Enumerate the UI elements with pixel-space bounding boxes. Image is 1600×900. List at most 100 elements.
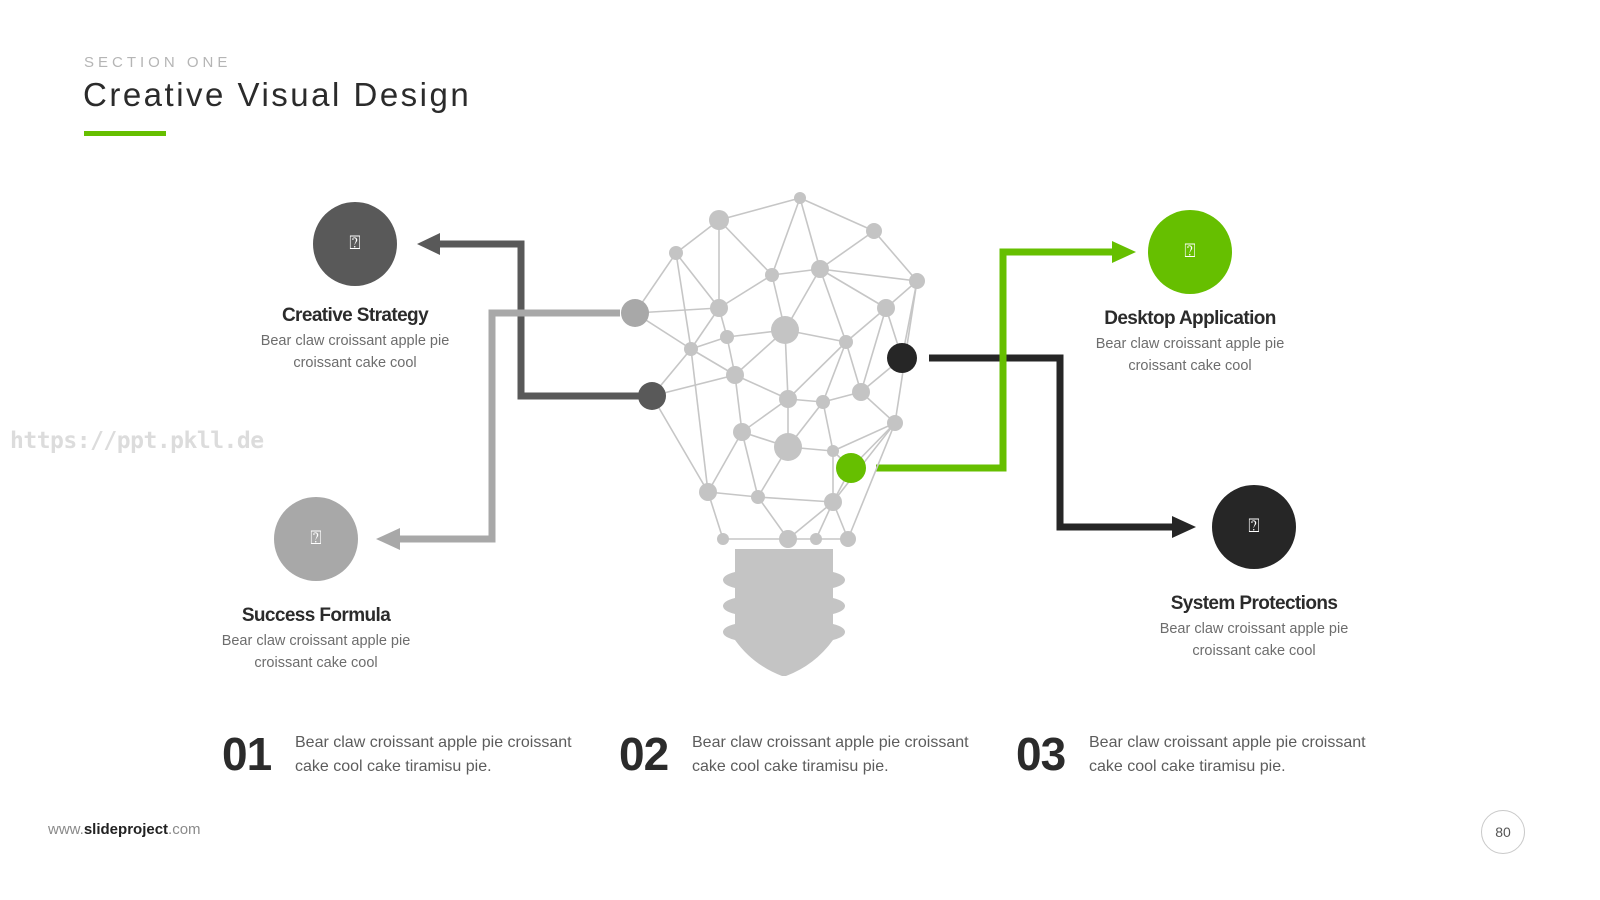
network-node [824, 493, 842, 511]
network-node [877, 299, 895, 317]
network-node [774, 433, 802, 461]
network-edge [832, 422, 896, 452]
network-node [827, 445, 839, 457]
node-circle-success-formula [274, 497, 358, 581]
arrowhead-desktop-application [1112, 241, 1136, 263]
node-title-system-protections: System Protections [1170, 593, 1338, 614]
network-edge [819, 230, 875, 270]
network-edge [873, 230, 918, 282]
network-node [840, 531, 856, 547]
light-bulb-network-icon [634, 192, 925, 548]
step-number-02: 02 [619, 728, 669, 780]
connector-creative-strategy [438, 240, 652, 400]
section-label: SECTION ONE [84, 54, 232, 71]
network-edge [718, 219, 773, 276]
network-node [779, 390, 797, 408]
title-underline [84, 131, 166, 136]
network-node [684, 342, 698, 356]
step-text-02: Bear claw croissant apple pie croissant … [692, 734, 969, 775]
network-edge [718, 274, 773, 309]
network-edge [860, 307, 887, 393]
node-circle-creative-strategy [313, 202, 397, 286]
page-title: Creative Visual Design [83, 76, 472, 113]
network-node [779, 530, 797, 548]
network-edge [718, 197, 801, 221]
network-edge [651, 374, 736, 397]
network-node [699, 483, 717, 501]
network-edge [741, 431, 759, 498]
network-node [751, 490, 765, 504]
network-node [811, 260, 829, 278]
network-node [810, 533, 822, 545]
network-edge [819, 268, 887, 309]
connector-system-protections [929, 354, 1175, 531]
network-node [771, 316, 799, 344]
placeholder-icon: ⍰ [310, 528, 322, 549]
node-circle-desktop-application [1148, 210, 1232, 294]
network-edge [675, 252, 692, 350]
network-edge [847, 422, 896, 540]
network-edge [799, 197, 875, 232]
dot-success-formula [621, 299, 649, 327]
network-edge [675, 252, 720, 309]
network-node [765, 268, 779, 282]
network-node [733, 423, 751, 441]
network-edge [651, 395, 709, 493]
footer-url[interactable]: www.slideproject.com [48, 821, 201, 838]
arrowhead-success-formula [376, 528, 400, 550]
network-edge [819, 268, 847, 343]
network-edge [707, 431, 743, 493]
network-node [852, 383, 870, 401]
network-node [816, 395, 830, 409]
step-number-03: 03 [1016, 728, 1066, 780]
network-node [839, 335, 853, 349]
network-edge [799, 197, 821, 270]
network-node [710, 299, 728, 317]
network-node [887, 415, 903, 431]
network-node [720, 330, 734, 344]
arrowhead-creative-strategy [417, 233, 440, 255]
network-node [669, 246, 683, 260]
network-edge [819, 268, 918, 282]
step-number-01: 01 [222, 728, 272, 780]
watermark: https://ppt.pkll.de [10, 428, 264, 454]
node-circle-system-protections [1212, 485, 1296, 569]
placeholder-icon: ⍰ [349, 233, 361, 254]
placeholder-icon: ⍰ [1248, 516, 1260, 537]
network-edge [787, 501, 834, 540]
network-edge [741, 398, 789, 433]
network-edge [771, 197, 801, 276]
network-node [866, 223, 882, 239]
step-text-03: Bear claw croissant apple pie croissant … [1089, 734, 1366, 775]
bulb-base-icon [718, 549, 845, 676]
dot-system-protections [887, 343, 917, 373]
arrowhead-system-protections [1172, 516, 1196, 538]
network-node [717, 533, 729, 545]
network-edge [822, 401, 834, 452]
network-node [709, 210, 729, 230]
network-edge [734, 374, 789, 400]
dot-creative-strategy [638, 382, 666, 410]
network-edge [787, 341, 847, 400]
network-edge [822, 341, 847, 403]
page-number: 80 [1481, 810, 1525, 854]
node-title-creative-strategy: Creative Strategy [281, 305, 429, 326]
network-node [909, 273, 925, 289]
network-edge [634, 307, 720, 314]
network-edge [690, 348, 709, 493]
node-title-success-formula: Success Formula [241, 605, 391, 626]
placeholder-icon: ⍰ [1184, 241, 1196, 262]
connector-success-formula [398, 309, 620, 543]
network-node [794, 192, 806, 204]
step-text-01: Bear claw croissant apple pie croissant … [295, 734, 572, 775]
connector-desktop-application [876, 248, 1114, 472]
node-title-desktop-application: Desktop Application [1104, 308, 1276, 329]
network-edge [734, 374, 743, 433]
network-node [726, 366, 744, 384]
network-edge [757, 496, 834, 503]
